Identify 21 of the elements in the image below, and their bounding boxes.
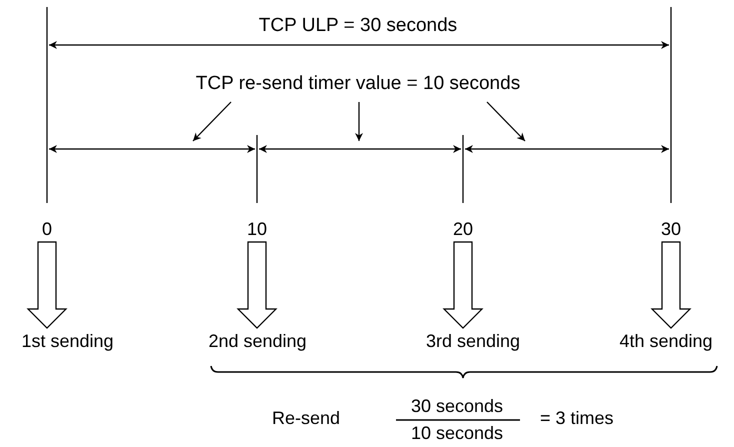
sending-label: 1st sending: [5, 328, 130, 354]
hollow-arrow: [236, 241, 278, 329]
sending-label: 3rd sending: [408, 328, 538, 354]
time-mark: 30: [651, 216, 691, 242]
formula-text: 30 seconds: [410, 395, 504, 418]
time-mark: 0: [27, 216, 67, 242]
time-mark: 10: [237, 216, 277, 242]
formula-text: = 3 times: [540, 407, 615, 430]
leader-arrow: [355, 102, 363, 141]
leader-arrow: [192, 102, 232, 142]
leader-arrow: [486, 102, 526, 142]
hollow-arrow: [26, 241, 68, 329]
dimension-label: TCP ULP = 30 seconds: [258, 14, 458, 38]
sending-label: 4th sending: [602, 328, 730, 354]
callout-text: TCP re-send timer value = 10 seconds: [140, 70, 576, 96]
sending-label: 2nd sending: [190, 328, 325, 354]
hollow-arrow: [442, 241, 484, 329]
formula-text: Re-send: [272, 407, 342, 430]
hollow-arrow: [650, 241, 692, 329]
time-mark: 20: [443, 216, 483, 242]
formula-text: 10 seconds: [410, 422, 504, 445]
